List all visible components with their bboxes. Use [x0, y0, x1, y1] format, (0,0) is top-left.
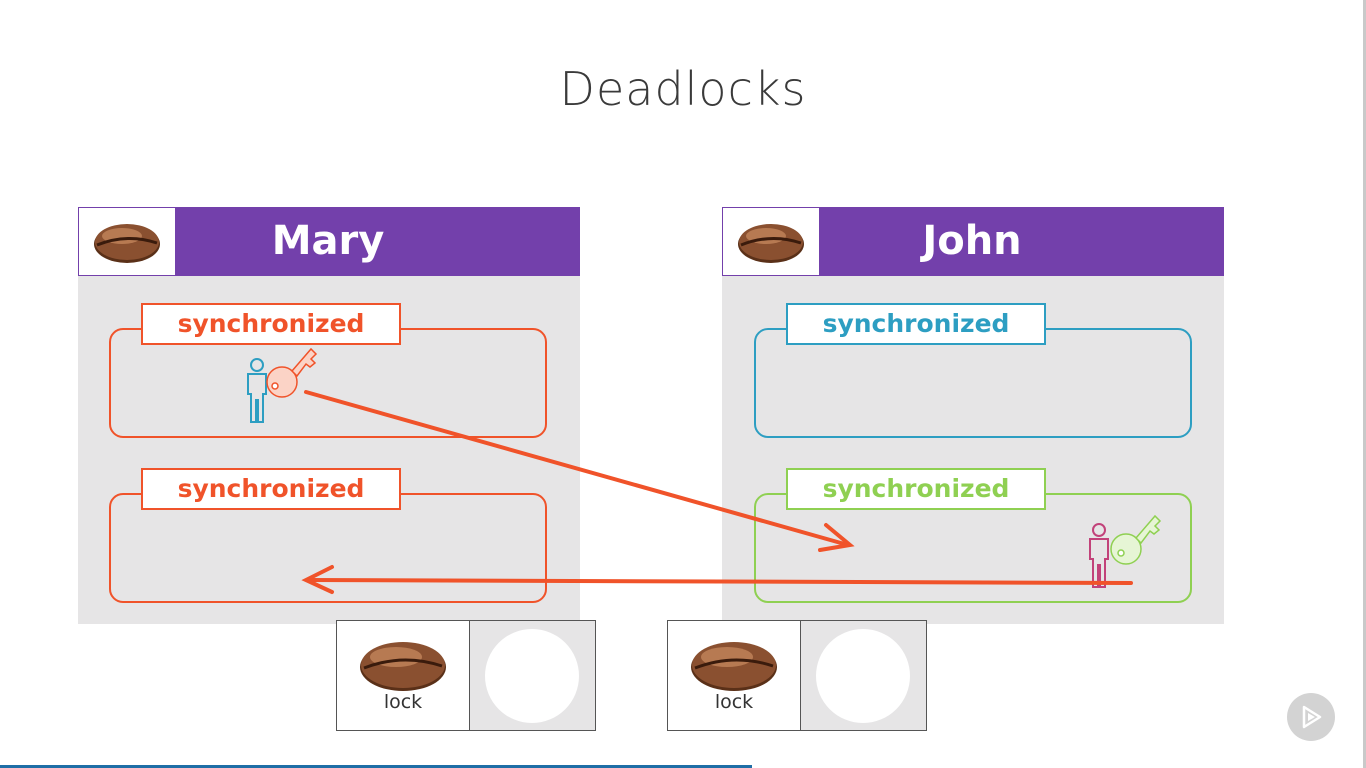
- mary-bean-box: [78, 207, 176, 276]
- progress-bar[interactable]: [0, 765, 752, 768]
- john-bean-box: [722, 207, 820, 276]
- person-icon: [247, 358, 267, 423]
- john-lock-slot: [801, 621, 926, 730]
- coffee-bean-icon: [94, 223, 160, 263]
- coffee-bean-icon: [691, 642, 777, 691]
- john-sync-label-bottom: synchronized: [786, 468, 1046, 510]
- play-icon: [1302, 705, 1322, 729]
- mary-lock-cell: lock: [337, 621, 470, 730]
- john-lock-box: lock: [667, 620, 927, 731]
- arrow-mary-to-john: [304, 390, 855, 552]
- play-button[interactable]: [1287, 693, 1335, 741]
- slide-title: Deadlocks: [559, 62, 807, 116]
- john-lock-cell: lock: [668, 621, 801, 730]
- person-icon: [1089, 523, 1109, 588]
- mary-name: Mary: [271, 218, 385, 264]
- key-icon: [266, 347, 318, 398]
- mary-sync-label-bottom: synchronized: [141, 468, 401, 510]
- coffee-bean-icon: [738, 223, 804, 263]
- mary-sync-label-top: synchronized: [141, 303, 401, 345]
- mary-lock-empty-slot: [485, 629, 579, 723]
- scrollbar[interactable]: [1363, 0, 1366, 768]
- mary-lock-box: lock: [336, 620, 596, 731]
- arrow-john-to-mary: [301, 565, 1133, 594]
- key-icon: [1110, 514, 1162, 565]
- mary-panel: Mary synchronized synchronized: [78, 207, 580, 624]
- mary-lock-label: lock: [383, 691, 423, 713]
- john-lock-label: lock: [714, 691, 754, 713]
- john-sync-label-top: synchronized: [786, 303, 1046, 345]
- john-name: John: [922, 218, 1022, 264]
- mary-lock-slot: [470, 621, 595, 730]
- coffee-bean-icon: [360, 642, 446, 691]
- john-lock-empty-slot: [816, 629, 910, 723]
